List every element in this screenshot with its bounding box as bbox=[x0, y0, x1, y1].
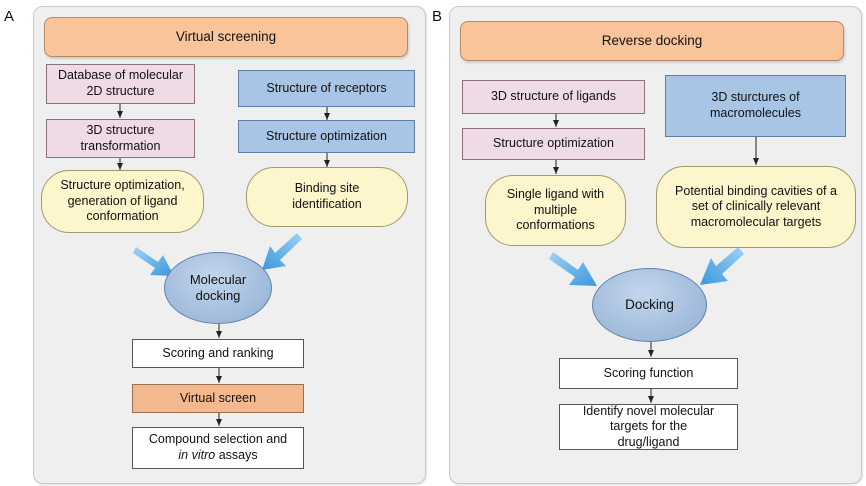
panel-a-letter: A bbox=[4, 8, 15, 25]
macromolecules-box: 3D sturctures of macromolecules bbox=[665, 75, 846, 137]
big-arrow-b-left bbox=[549, 252, 597, 286]
virtual-screen-box: Virtual screen bbox=[132, 384, 304, 413]
ligand-optimization-box-b: Structure optimization bbox=[462, 128, 645, 160]
scoring-ranking-box: Scoring and ranking bbox=[132, 339, 304, 368]
big-arrow-a-left bbox=[133, 247, 174, 276]
panel-b-title: Reverse docking bbox=[460, 21, 844, 61]
transformation-box: 3D structure transformation bbox=[46, 119, 195, 158]
docking-node: Docking bbox=[592, 268, 707, 342]
ligands-box: 3D structure of ligands bbox=[462, 80, 645, 114]
receptor-optimization-box: Structure optimization bbox=[238, 120, 415, 153]
scoring-function-box: Scoring function bbox=[559, 358, 738, 389]
cavities-box: Potential binding cavities of a set of c… bbox=[656, 166, 856, 248]
panel-a-title: Virtual screening bbox=[44, 17, 408, 57]
assays-text: assays bbox=[215, 448, 258, 462]
big-arrow-b-right bbox=[700, 247, 744, 285]
compound-selection-line1: Compound selection and bbox=[148, 432, 288, 447]
molecular-docking-node: Molecular docking bbox=[164, 252, 272, 324]
ligand-optimization-box: Structure optimization, generation of li… bbox=[41, 170, 204, 233]
big-arrow-a-right bbox=[262, 233, 302, 270]
compound-selection-box: Compound selection and in vitro assays bbox=[132, 427, 304, 469]
database-box: Database of molecular 2D structure bbox=[46, 64, 195, 104]
in-vitro-text: in vitro bbox=[178, 448, 216, 462]
binding-site-box: Binding site identification bbox=[246, 167, 408, 227]
compound-selection-line2: in vitro assays bbox=[178, 448, 257, 464]
single-ligand-box: Single ligand with multiple conformation… bbox=[485, 175, 626, 246]
receptors-box: Structure of receptors bbox=[238, 70, 415, 107]
panel-b-letter: B bbox=[432, 8, 443, 25]
identify-targets-box: Identify novel molecular targets for the… bbox=[559, 404, 738, 450]
